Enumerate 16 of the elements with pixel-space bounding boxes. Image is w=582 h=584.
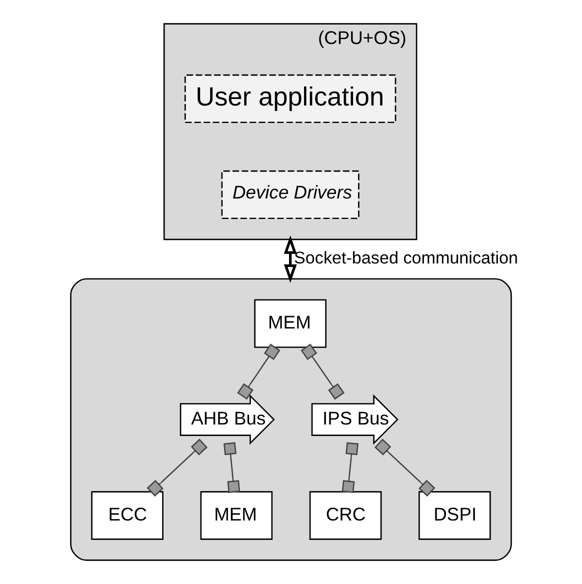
arrow (284, 235, 297, 283)
connector (146, 438, 208, 497)
node-box: CRC (309, 491, 382, 540)
node-box: ECC (91, 491, 164, 540)
connector (237, 344, 280, 400)
connector (374, 438, 436, 497)
node-box: DSPI (418, 491, 491, 540)
node-box: MEM (254, 299, 326, 348)
cluster (70, 278, 512, 561)
edge-label: Socket-based communication (294, 248, 518, 268)
connector (342, 442, 358, 494)
connector (224, 442, 240, 494)
node-box: Device Drivers (221, 170, 360, 220)
node-box: User application (184, 74, 396, 124)
node-box: MEM (200, 491, 273, 540)
connector (300, 344, 345, 400)
